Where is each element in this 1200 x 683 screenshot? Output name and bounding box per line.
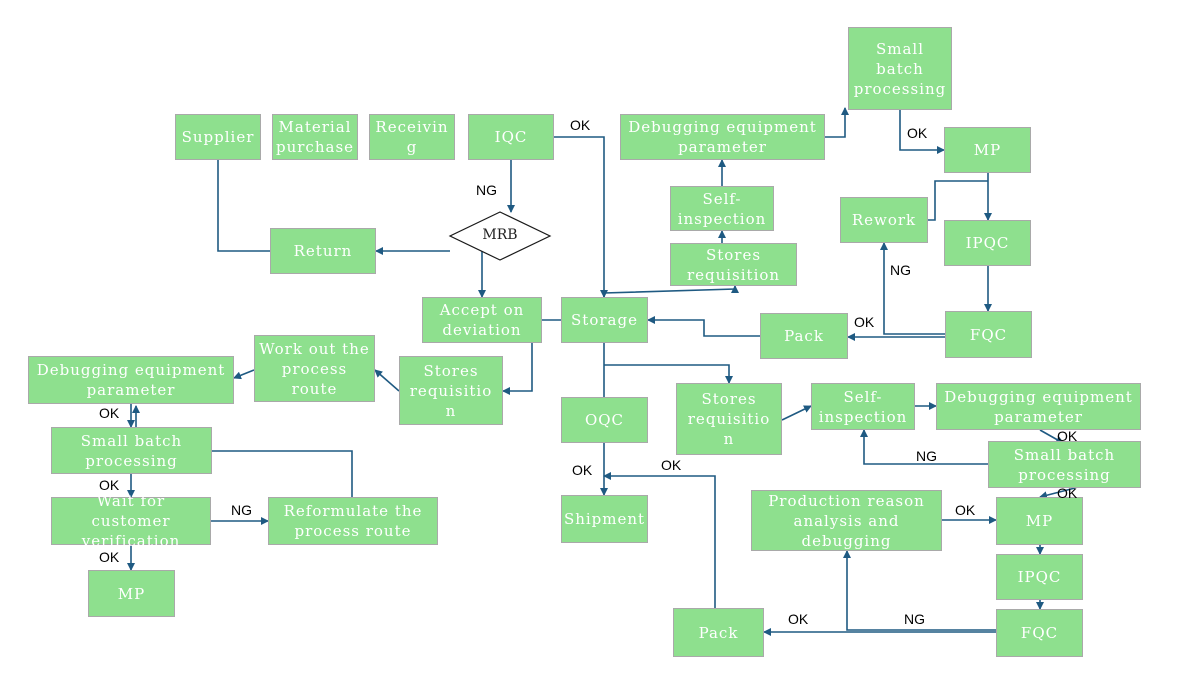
label-iqc-ng: NG xyxy=(476,182,497,198)
edge-storage-storesreq-br xyxy=(604,364,733,384)
label-small-batch-br-ng: NG xyxy=(916,448,937,464)
node-mp-top: MP xyxy=(944,127,1031,173)
edge-debug-smallbatch-top xyxy=(825,107,849,138)
node-rework: Rework xyxy=(840,197,928,243)
label-small-batch-top-ok: OK xyxy=(907,125,928,141)
edge-supplier-return xyxy=(217,160,270,252)
label-rework-ng: NG xyxy=(890,262,911,278)
node-material-purchase: Material purchase xyxy=(272,114,358,160)
node-self-inspection-top: Self- inspection xyxy=(670,186,774,231)
edge-smallbatch-mp-br xyxy=(1039,487,1076,500)
node-return: Return xyxy=(270,228,376,274)
label-fqc-br-ng: NG xyxy=(904,611,925,627)
node-ipqc-br: IPQC xyxy=(996,554,1083,600)
edge-debug-smallbatch-br xyxy=(1039,429,1064,444)
node-stores-requisition-br: Stores requisitio n xyxy=(676,383,782,455)
node-mp-br: MP xyxy=(996,497,1083,545)
label-wait-customer-ng: NG xyxy=(231,502,252,518)
node-stores-requisition-left: Stores requisitio n xyxy=(399,356,503,425)
node-oqc: OQC xyxy=(561,397,648,443)
node-accept-on-deviation: Accept on deviation xyxy=(422,297,542,343)
label-small-batch-left-ok: OK xyxy=(99,477,120,493)
node-work-out-process-route: Work out the process route xyxy=(254,335,375,402)
edge-storesreq-selfinsp-br xyxy=(781,405,812,421)
edge-fqc-production xyxy=(843,550,996,631)
edge-workout-debug-left xyxy=(233,369,255,380)
edge-storage-storesreq-left xyxy=(502,319,561,395)
node-iqc: IQC xyxy=(468,114,554,160)
node-fqc-br: FQC xyxy=(996,609,1083,657)
node-mp-left: MP xyxy=(88,570,175,617)
node-debugging-equipment-br: Debugging equipment parameter xyxy=(936,383,1141,430)
node-production-reason-analysis: Production reason analysis and debugging xyxy=(751,490,942,551)
label-iqc-ok: OK xyxy=(570,117,591,133)
node-pack-br: Pack xyxy=(673,608,764,657)
node-ipqc-top: IPQC xyxy=(944,220,1031,266)
mrb-decision-diamond xyxy=(448,211,552,261)
edge-fqc-rework xyxy=(880,242,945,335)
node-storage: Storage xyxy=(561,297,648,343)
edge-pack-storage-top xyxy=(647,316,760,337)
node-small-batch-top: Small batch processing xyxy=(848,27,952,110)
edge-iqc-storage xyxy=(554,136,608,298)
label-debug-left-ok: OK xyxy=(99,405,120,421)
node-reformulate-process-route: Reformulate the process route xyxy=(268,497,438,545)
label-fqc-br-ok: OK xyxy=(788,611,809,627)
edge-packbr-shipment xyxy=(603,472,716,608)
node-small-batch-br: Small batch processing xyxy=(988,441,1141,488)
node-stores-requisition-top: Stores requisition xyxy=(670,243,797,286)
node-pack-top: Pack xyxy=(760,313,848,359)
label-oqc-ok: OK xyxy=(572,462,593,478)
node-shipment: Shipment xyxy=(561,495,648,543)
node-debugging-equipment-top: Debugging equipment parameter xyxy=(620,114,825,160)
node-receiving: Receivin g xyxy=(369,114,455,160)
mrb-label: MRB xyxy=(482,227,518,243)
label-debug-br-ok: OK xyxy=(1057,428,1078,444)
label-pack-top-ok: OK xyxy=(854,314,875,330)
edge-storage-storesreq-top xyxy=(603,285,739,297)
edge-storesreq-workout xyxy=(374,369,400,392)
node-wait-customer-verification: Wait for customer verification xyxy=(51,492,211,550)
node-debugging-equipment-left: Debugging equipment parameter xyxy=(28,356,234,404)
node-small-batch-left: Small batch processing xyxy=(51,427,212,474)
edge-rework-mp-top xyxy=(928,180,988,221)
label-small-batch-br-ok: OK xyxy=(1057,485,1078,501)
edge-smallbatch-selfinsp-br xyxy=(860,429,988,465)
label-production-reason-ok: OK xyxy=(955,502,976,518)
node-self-inspection-br: Self- inspection xyxy=(811,383,915,430)
node-fqc-top: FQC xyxy=(945,311,1032,358)
node-supplier: Supplier xyxy=(175,114,261,160)
label-pack-br-ok-to-ship: OK xyxy=(661,457,682,473)
label-wait-customer-ok: OK xyxy=(99,549,120,565)
edge-smallbatch-mp-top xyxy=(899,110,945,154)
